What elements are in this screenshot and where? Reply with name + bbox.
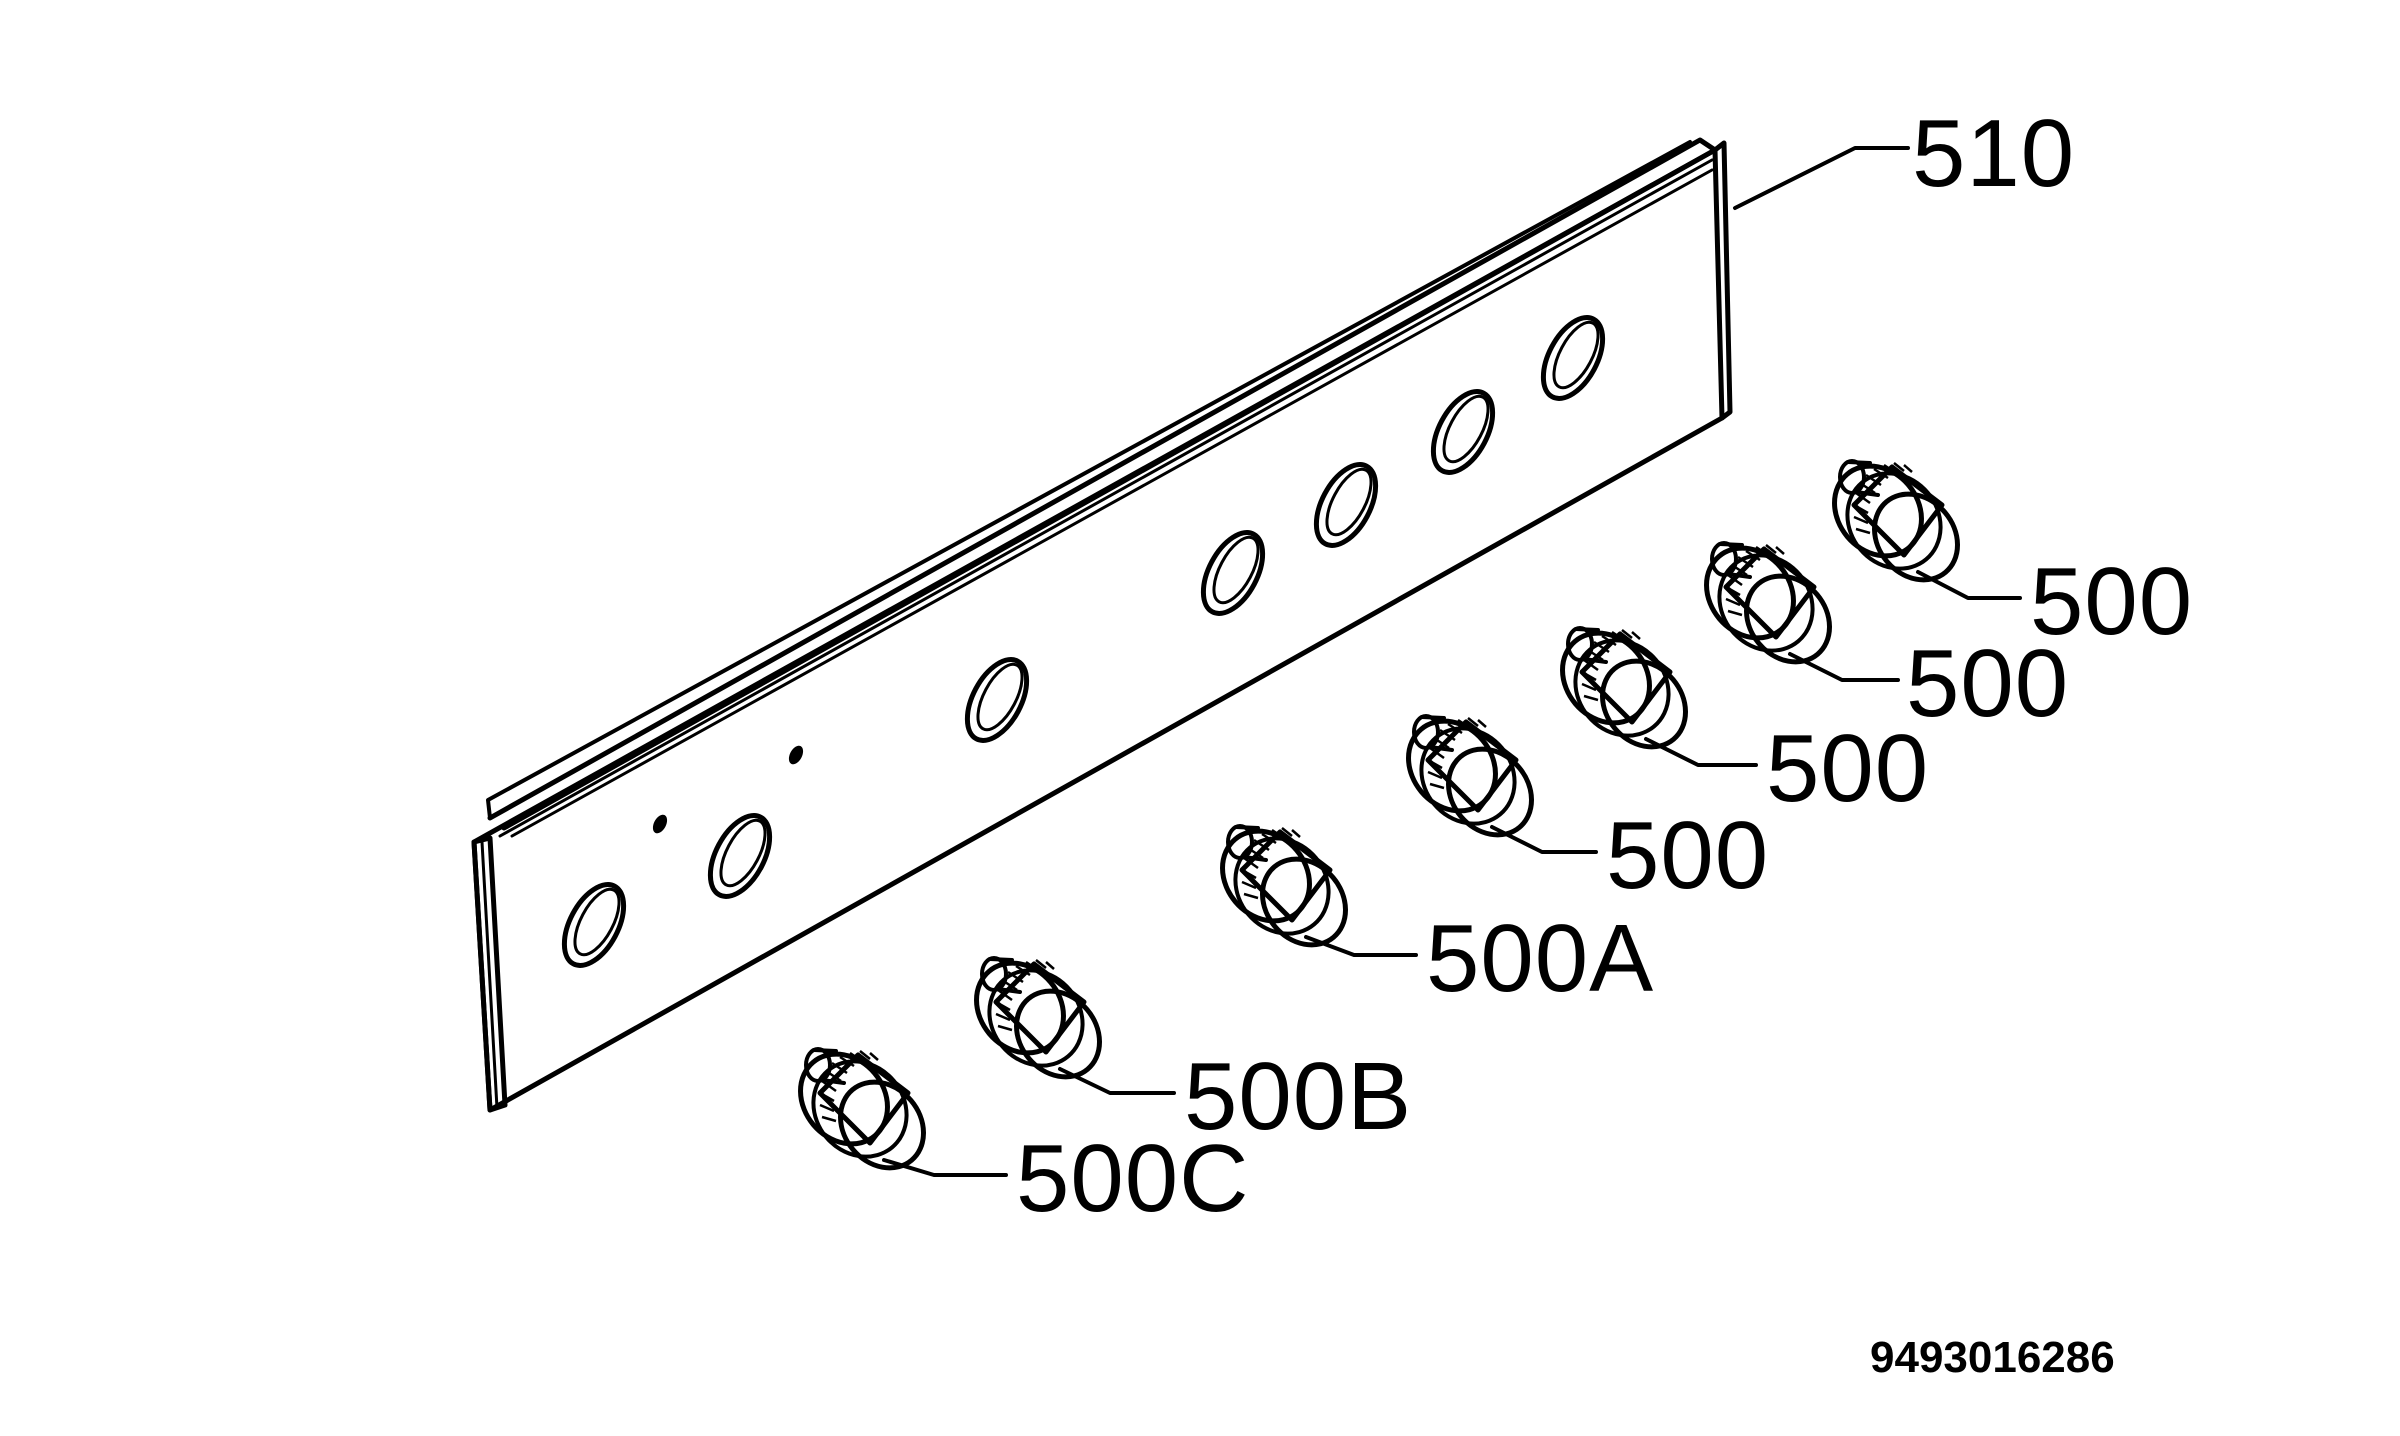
callout-500-4: 500 [1606, 802, 1769, 909]
knob-2 [1689, 531, 1900, 682]
control-panel [471, 137, 1910, 1113]
callout-510: 510 [1912, 100, 2075, 207]
drawing-number: 9493016286 [1870, 1333, 2115, 1382]
callout-500-1: 500 [2030, 548, 2193, 655]
callout-500c: 500C [1016, 1125, 1250, 1232]
knob-5 [1205, 814, 1418, 962]
knob-6 [959, 946, 1176, 1094]
knob-1 [1817, 449, 2022, 600]
knob-4 [1391, 704, 1598, 852]
callout-500-3: 500 [1766, 715, 1929, 822]
callout-500a: 500A [1426, 905, 1654, 1012]
callout-500-2: 500 [1906, 630, 2069, 737]
knob-7 [783, 1037, 1008, 1185]
knob-3 [1545, 616, 1758, 767]
panel-holes [561, 315, 1606, 968]
callout-500b: 500B [1184, 1043, 1412, 1150]
